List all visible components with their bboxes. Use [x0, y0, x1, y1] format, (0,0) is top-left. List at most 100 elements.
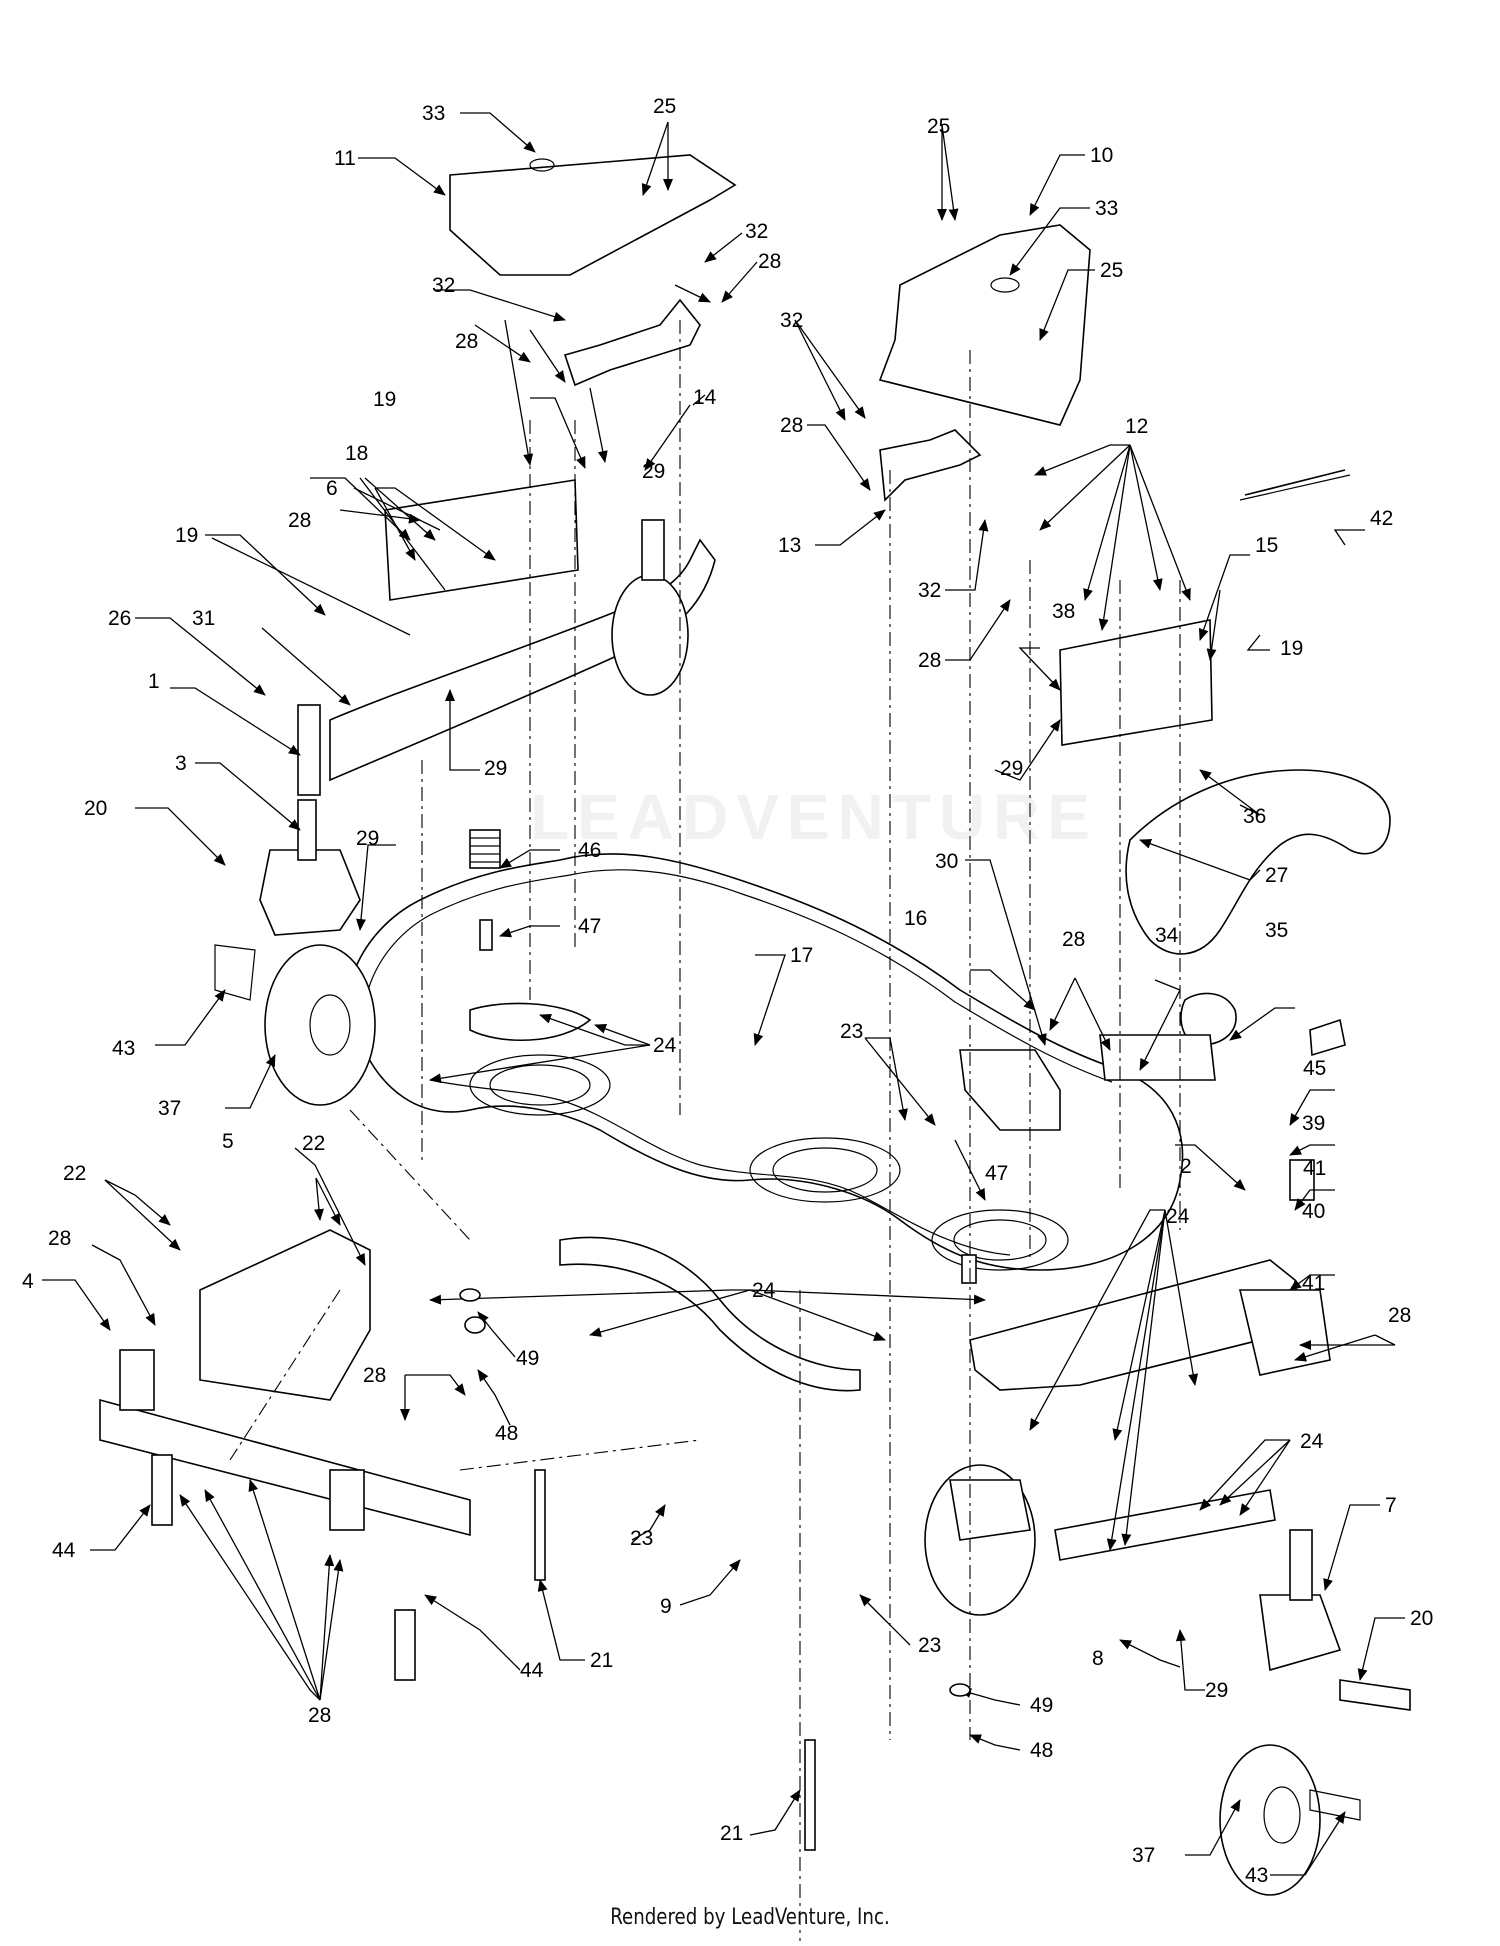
callout-label: 8 — [1092, 1647, 1104, 1670]
assembly-centerlines — [229, 320, 1181, 1946]
callout-label: 28 — [1388, 1304, 1411, 1327]
callout-label: 21 — [590, 1649, 613, 1672]
callout-label: 28 — [288, 509, 311, 532]
discharge-chute — [1125, 769, 1391, 955]
callout-label: 41 — [1302, 1272, 1325, 1295]
callout-label: 34 — [1155, 924, 1179, 947]
cover-bracket-right — [879, 429, 982, 502]
callout-label: 32 — [432, 274, 455, 297]
callout-label: 28 — [780, 414, 803, 437]
pivot-pin-right — [804, 1739, 816, 1851]
callout-label: 30 — [935, 850, 958, 873]
cover-bracket-left — [563, 298, 701, 387]
callout-label: 29 — [1000, 757, 1023, 780]
callout-label: 10 — [1090, 144, 1113, 167]
bushing-left-a — [151, 1454, 173, 1526]
front-gauge-wheel — [611, 574, 689, 696]
callout-label: 15 — [1255, 534, 1278, 557]
caster-yoke-left — [259, 849, 361, 936]
callout-label: 48 — [495, 1422, 518, 1445]
caster-wheel-right — [1219, 1744, 1321, 1896]
callout-label: 47 — [578, 915, 601, 938]
caster-yoke-right — [1259, 1594, 1342, 1672]
bushing-left-b — [394, 1609, 416, 1681]
callout-label: 4 — [22, 1270, 34, 1293]
caster-wheel-left — [264, 944, 376, 1106]
rear-bracket-left — [199, 1229, 371, 1401]
callout-label: 28 — [308, 1704, 331, 1727]
baffle — [559, 1236, 861, 1392]
callout-label: 29 — [642, 460, 665, 483]
callout-label: 24 — [752, 1279, 776, 1302]
callout-label: 25 — [927, 115, 950, 138]
callout-label: 40 — [1302, 1200, 1325, 1223]
callout-label: 31 — [192, 607, 215, 630]
callout-label: 46 — [578, 839, 601, 862]
callout-label: 1 — [148, 670, 160, 693]
callout-label: 36 — [1243, 805, 1266, 828]
callout-label: 28 — [455, 330, 478, 353]
callout-label: 35 — [1265, 919, 1288, 942]
grease-fitting — [479, 919, 493, 951]
deflector-roller — [1099, 1034, 1216, 1081]
caster-pivot — [297, 704, 321, 796]
callout-label: 48 — [1030, 1739, 1053, 1762]
grease-fitting-right — [961, 1254, 977, 1284]
pivot-block-left-a — [119, 1349, 155, 1411]
callout-label: 32 — [918, 579, 941, 602]
belt-cover-right — [878, 224, 1091, 426]
callout-label: 28 — [918, 649, 941, 672]
rear-axle-left — [99, 1398, 471, 1537]
washer-left — [459, 1288, 481, 1302]
callout-label: 24 — [653, 1034, 677, 1057]
callout-label: 37 — [1132, 1844, 1155, 1867]
callout-label: 32 — [745, 220, 768, 243]
callout-label: 9 — [660, 1595, 672, 1618]
front-axle-left — [329, 538, 716, 782]
deflector-bracket — [959, 1049, 1061, 1131]
callout-label: 2 — [1180, 1155, 1192, 1178]
left-rear-assembly — [99, 1229, 471, 1681]
pivot-tube-right — [1289, 1159, 1315, 1201]
callout-label: 42 — [1370, 507, 1393, 530]
callout-label: 19 — [1280, 637, 1303, 660]
callout-label: 28 — [363, 1364, 386, 1387]
callout-label: 49 — [516, 1347, 539, 1370]
mower-deck-housing — [347, 853, 1184, 1271]
callout-label: 3 — [175, 752, 187, 775]
callout-label: 38 — [1052, 600, 1075, 623]
callout-label: 23 — [840, 1020, 863, 1043]
callout-label: 22 — [63, 1162, 86, 1185]
callout-label: 44 — [520, 1659, 544, 1682]
callout-label: 23 — [630, 1527, 653, 1550]
anti-scalp-arm — [1238, 1289, 1331, 1376]
pivot-pin-left — [534, 1469, 546, 1581]
callout-label: 43 — [1245, 1864, 1268, 1887]
wheel-spindle — [641, 519, 665, 581]
callout-label: 19 — [175, 524, 198, 547]
callout-label: 27 — [1265, 864, 1288, 887]
watermark: LEADVENTURE — [530, 781, 1099, 853]
callout-label: 41 — [1303, 1157, 1326, 1180]
callout-label: 29 — [484, 757, 507, 780]
callout-label: 47 — [985, 1162, 1008, 1185]
callout-label: 14 — [693, 386, 717, 409]
callout-label: 21 — [720, 1822, 743, 1845]
callout-label: 39 — [1302, 1112, 1325, 1135]
callout-label: 25 — [1100, 259, 1123, 282]
callout-label: 13 — [778, 534, 801, 557]
callout-label: 29 — [1205, 1679, 1228, 1702]
belt-cover-left — [449, 154, 737, 276]
callout-label: 37 — [158, 1097, 181, 1120]
callout-label: 33 — [1095, 197, 1118, 220]
callout-label: 25 — [653, 95, 676, 118]
nut-left — [464, 1316, 486, 1334]
callout-label: 6 — [326, 477, 338, 500]
callout-label: 18 — [345, 442, 368, 465]
callout-label: 20 — [84, 797, 107, 820]
callout-label: 29 — [356, 827, 379, 850]
callout-label: 44 — [52, 1539, 76, 1562]
callout-label: 12 — [1125, 415, 1148, 438]
